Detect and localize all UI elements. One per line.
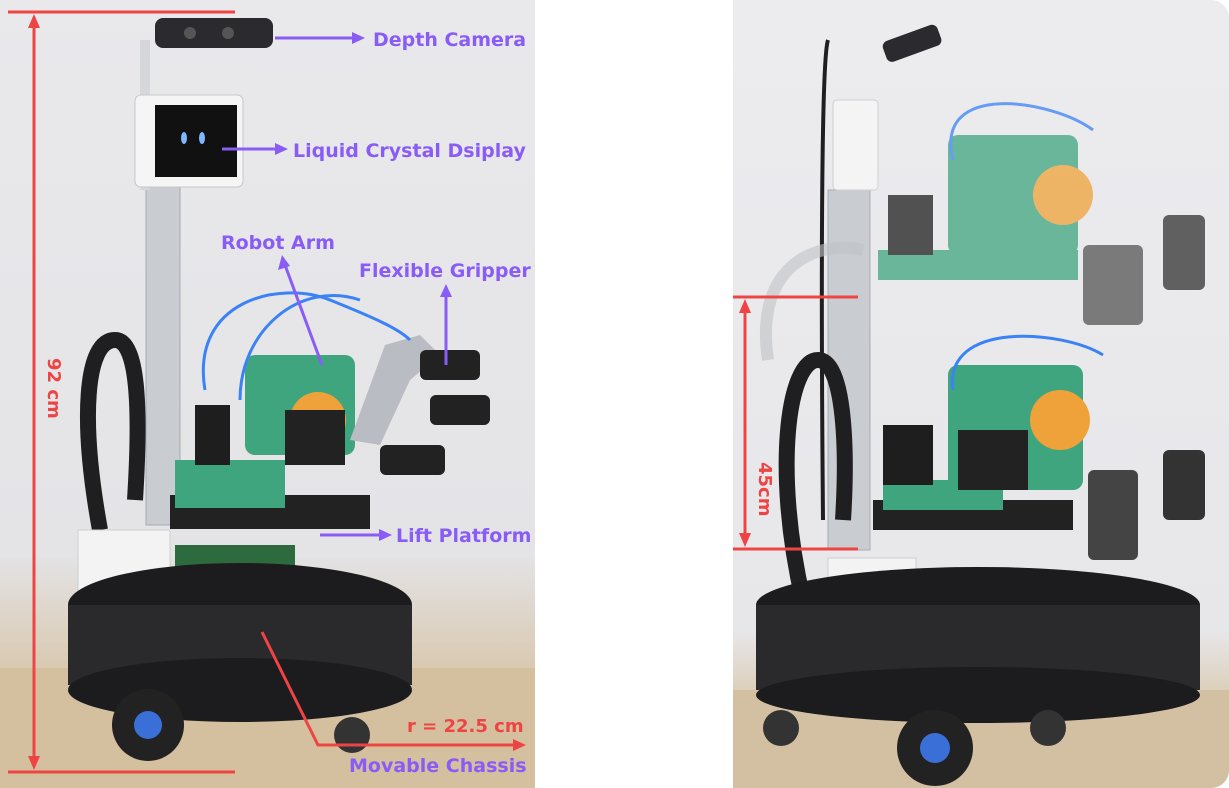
gripper-finger [430, 395, 490, 425]
wheel-hub [134, 711, 162, 739]
wheel-hub [920, 733, 950, 763]
gripper-finger [420, 350, 480, 380]
orange-pulley [1033, 165, 1093, 225]
lcd-frame-side [832, 99, 879, 191]
lcd-eye [181, 132, 187, 144]
right-photo-panel: 45cm [733, 0, 1229, 788]
arm-joint-housing [948, 135, 1078, 255]
label-lift-platform: Lift Platform [396, 525, 532, 547]
stepper-motor [888, 195, 933, 255]
cable-chain-ghost [760, 241, 865, 361]
orange-pulley [1030, 390, 1090, 450]
gripper-finger [1163, 215, 1205, 290]
dimension-lines [733, 295, 858, 551]
arm-motor [285, 410, 345, 465]
pneumatic-hose [951, 334, 1104, 391]
label-lcd: Liquid Crystal Dsiplay [293, 140, 526, 162]
stepper-motor [195, 405, 230, 465]
stepper-motor [883, 425, 933, 485]
caster-wheel [334, 717, 370, 753]
lcd-screen [155, 105, 237, 177]
pneumatic-hose [238, 294, 361, 401]
camera-lens [184, 27, 196, 39]
chassis-bottom-plate [756, 667, 1200, 723]
label-flexible-gripper: Flexible Gripper [359, 260, 531, 282]
depth-camera-body [155, 18, 273, 48]
gripper-finger [1088, 470, 1138, 560]
caster-wheel [1030, 710, 1066, 746]
label-movable-chassis: Movable Chassis [349, 755, 527, 777]
arm-link [350, 335, 440, 445]
cable-chain [778, 351, 853, 602]
gripper-finger [1083, 245, 1143, 325]
dimension-height: 92 cm [43, 358, 64, 419]
cable-chain [80, 331, 146, 532]
right-robot-illustration [733, 24, 1229, 788]
dimension-lift-range: 45cm [754, 462, 775, 517]
arm-base [175, 460, 285, 508]
label-robot-arm: Robot Arm [221, 232, 335, 254]
aluminum-mast [145, 184, 181, 526]
dimension-lines [8, 10, 526, 774]
gripper-finger [1163, 450, 1205, 520]
label-depth-camera: Depth Camera [373, 29, 527, 51]
gripper-finger [380, 445, 445, 475]
arm-upper-position [878, 102, 1205, 325]
callout-arrows [222, 32, 452, 541]
depth-camera-body [882, 24, 942, 62]
lcd-eye [199, 132, 205, 144]
caster-wheel [763, 710, 799, 746]
camera-lens [222, 27, 234, 39]
left-robot-illustration [0, 10, 535, 788]
dimension-radius: r = 22.5 cm [407, 716, 524, 737]
arm-motor [958, 430, 1028, 490]
camera-cable [819, 39, 830, 521]
left-photo-panel: Depth Camera Liquid Crystal Dsiplay Robo… [0, 0, 535, 788]
pneumatic-hose [201, 291, 412, 391]
